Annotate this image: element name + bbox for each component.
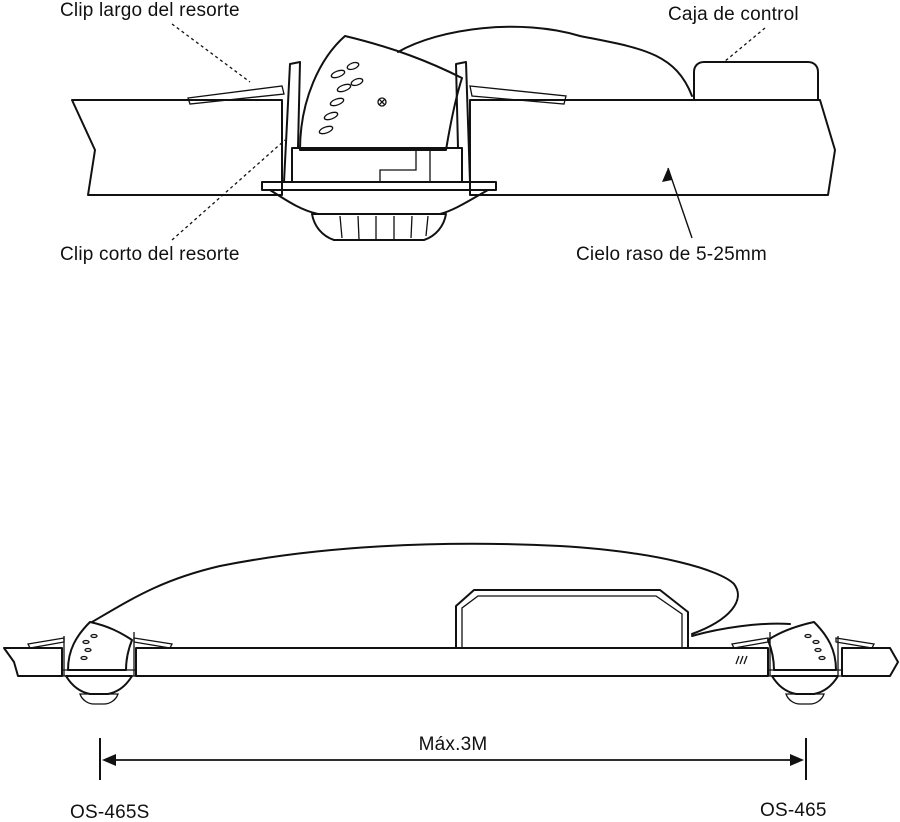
label-ceiling: Cielo raso de 5-25mm [576,244,767,265]
cable-grommet [735,655,748,665]
bottom-control-box [455,589,689,649]
bottom-control-box-inner [461,595,683,648]
leader-short-clip [171,139,286,241]
label-right-sensor: OS-465 [760,800,827,821]
bottom-cable-right [691,622,791,637]
label-max-distance: Máx.3M [419,734,488,755]
dimension-line [99,738,807,780]
bottom-cable-left [91,542,739,635]
arrowhead-ceiling [662,168,672,182]
label-control-box: Caja de control [668,4,799,25]
label-left-sensor: OS-465S [70,802,150,822]
leader-long-clip [171,23,251,83]
label-long-clip: Clip largo del resorte [60,0,240,21]
bottom-right-sensor [731,621,875,705]
leader-control-box [723,27,766,63]
top-control-box [693,61,819,101]
leader-ceiling [667,167,693,239]
bottom-left-sensor [27,621,173,705]
top-cable [397,25,693,97]
top-sensor [187,35,567,241]
bottom-ceiling-section [3,647,899,677]
label-short-clip: Clip corto del resorte [60,244,240,265]
